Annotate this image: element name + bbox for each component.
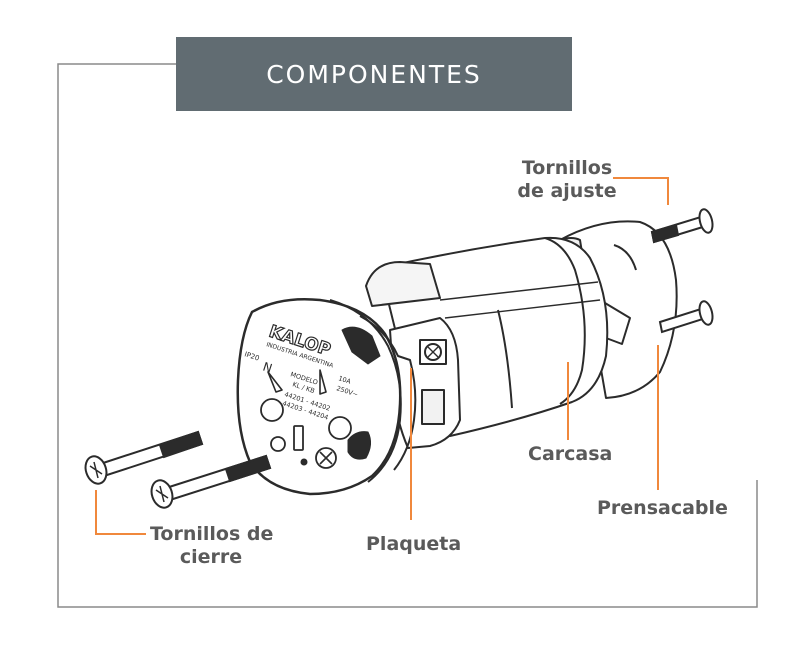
- closing-screw-top: [84, 430, 204, 485]
- label-tornillos-cierre-line-2: cierre: [179, 546, 243, 568]
- earth-slot: [293, 425, 304, 451]
- adjustment-screw-top: [650, 208, 714, 244]
- rating-current: 10A: [337, 374, 352, 386]
- frame-border: [57, 63, 758, 608]
- label-carcasa: Carcasa: [528, 443, 613, 465]
- screw-hole-bottom-left: [270, 436, 286, 452]
- label-tornillos-ajuste: Tornillos de ajuste: [512, 157, 622, 203]
- neutral-mark: N: [261, 360, 274, 376]
- phase-arrow-icon: [267, 371, 283, 393]
- label-tornillos-ajuste-line-1: Tornillos: [521, 157, 613, 179]
- title-banner: [176, 37, 572, 111]
- front-face: [236, 297, 417, 496]
- label-prensacable: Prensacable: [597, 497, 728, 519]
- label-tornillos-ajuste-line-2: de ajuste: [517, 180, 617, 202]
- adjustment-screw-bottom: [658, 300, 714, 334]
- leader-lines: [95, 177, 669, 535]
- leader-tornillos-cierre: [95, 490, 146, 535]
- leader-tornillos-ajuste: [613, 177, 669, 205]
- neutral-arrow-icon: [319, 369, 327, 395]
- pin-hole-right: [328, 416, 352, 440]
- page-title: COMPONENTES: [266, 59, 482, 89]
- closing-screw-bottom: [150, 454, 272, 509]
- label-tornillos-cierre-line-1: Tornillos de: [150, 523, 274, 545]
- pin-hole-left: [260, 398, 284, 422]
- label-plaqueta: Plaqueta: [366, 533, 462, 555]
- label-tornillos-cierre: Tornillos de cierre: [150, 523, 274, 569]
- plaqueta-part: [389, 317, 461, 449]
